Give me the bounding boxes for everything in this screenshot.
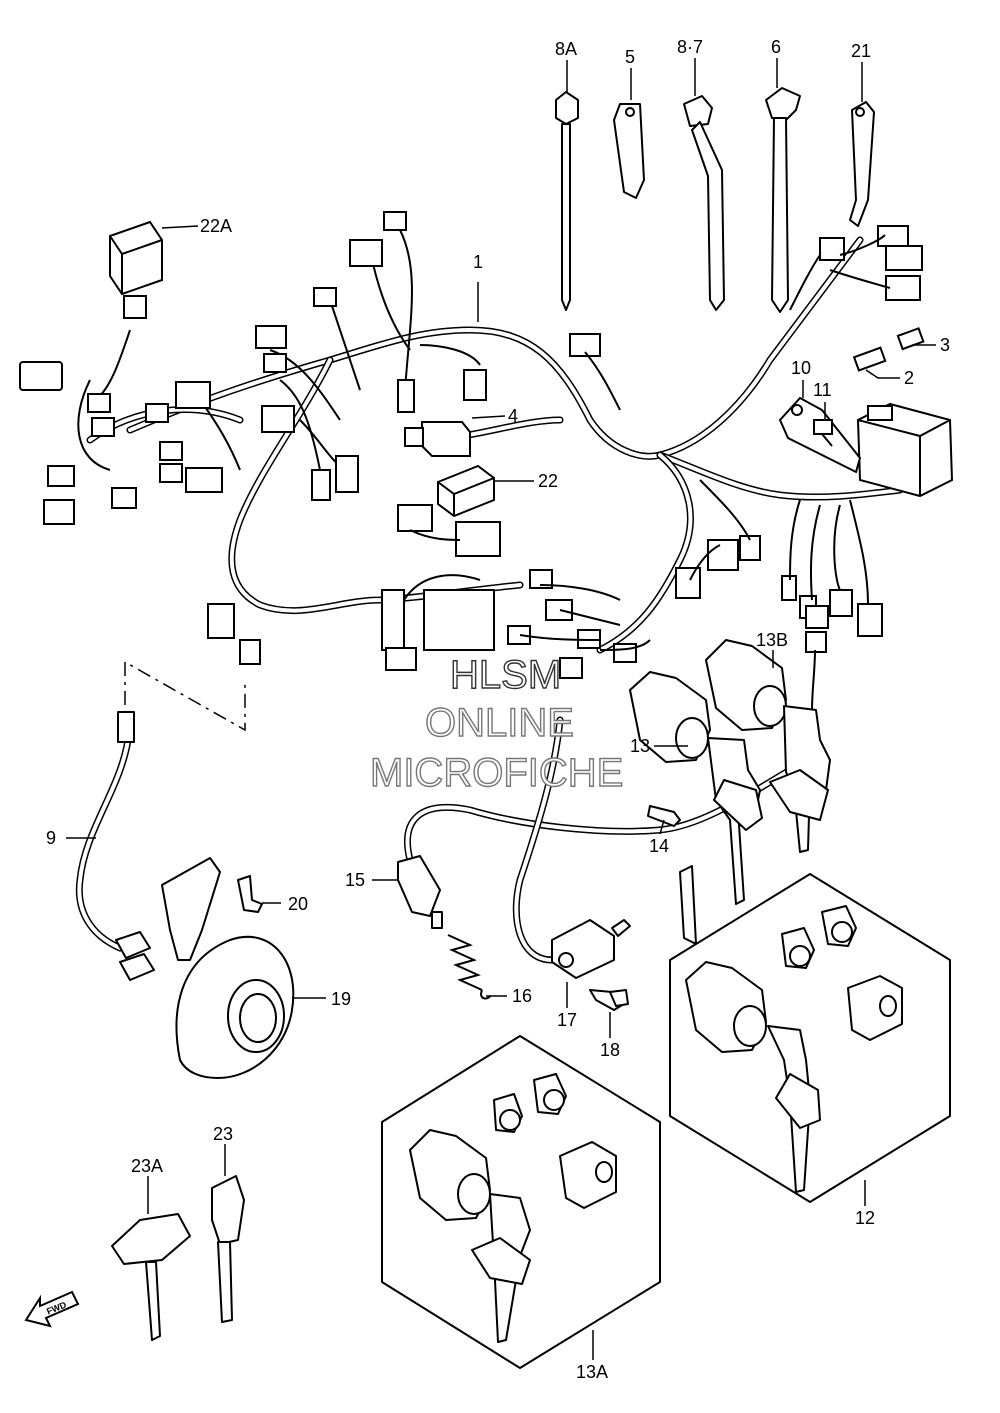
screw-14 (647, 805, 681, 827)
sub-harness-9 (75, 711, 155, 981)
callout-13: 13 (630, 736, 650, 756)
callout-19: 19 (331, 989, 351, 1009)
watermark: HLSM ONLINE MICROFICHE (369, 652, 624, 795)
callout-23: 23 (213, 1124, 233, 1144)
switch-17 (512, 716, 631, 979)
callout-12: 12 (855, 1208, 875, 1228)
cable-tie-8-7 (683, 95, 725, 311)
callout-1: 1 (473, 252, 483, 272)
callout-3: 3 (940, 335, 950, 355)
strap-21 (849, 101, 875, 227)
horn-19 (161, 857, 295, 1079)
bolt (813, 419, 833, 447)
callout-22: 22 (538, 471, 558, 491)
callout-16: 16 (512, 986, 532, 1006)
callout-13a: 13A (576, 1362, 608, 1382)
fwd-arrow: FWD (24, 1290, 80, 1328)
clamp-5 (613, 103, 645, 199)
cable-tie-6 (765, 87, 801, 313)
callout-21: 21 (851, 41, 871, 61)
key-23 (211, 1175, 245, 1323)
callout-13b: 13B (756, 630, 788, 650)
callout-9: 9 (46, 828, 56, 848)
relay-22a (109, 220, 163, 319)
callout-20: 20 (288, 894, 308, 914)
callout-22a: 22A (200, 216, 232, 236)
leader-lines (66, 58, 936, 1360)
callout-14: 14 (649, 836, 669, 856)
key-set-13a (381, 1035, 661, 1369)
callout-10: 10 (791, 358, 811, 378)
key-set-12 (669, 873, 951, 1203)
watermark-line-1: HLSM (450, 653, 561, 697)
lock-13b (705, 639, 831, 853)
connector-4 (404, 421, 471, 457)
fuse-box (856, 402, 954, 498)
callout-8-7: 8·7 (677, 37, 703, 57)
cable-tie-8a (555, 91, 579, 311)
callout-5: 5 (625, 47, 635, 67)
callout-15: 15 (345, 870, 365, 890)
callout-4: 4 (508, 406, 518, 426)
spring-16 (447, 934, 491, 1000)
callout-2: 2 (904, 368, 914, 388)
watermark-line-3: MICROFICHE (370, 751, 623, 795)
callout-18: 18 (600, 1040, 620, 1060)
connector-22 (437, 464, 495, 518)
callout-23a: 23A (131, 1156, 163, 1176)
bolt-20 (237, 875, 263, 913)
wiring-harness (19, 211, 923, 711)
callout-labels: 1 2 3 4 5 6 8·7 8A 9 10 11 12 13 13A 13B… (46, 37, 950, 1382)
callout-6: 6 (771, 37, 781, 57)
callout-8a: 8A (555, 39, 577, 59)
callout-11: 11 (813, 380, 832, 400)
callout-17: 17 (557, 1010, 577, 1030)
fuse (852, 327, 925, 372)
lock-13 (629, 671, 763, 905)
watermark-line-2: ONLINE (425, 701, 574, 745)
screw-18 (589, 989, 629, 1011)
key-23a (111, 1213, 191, 1341)
